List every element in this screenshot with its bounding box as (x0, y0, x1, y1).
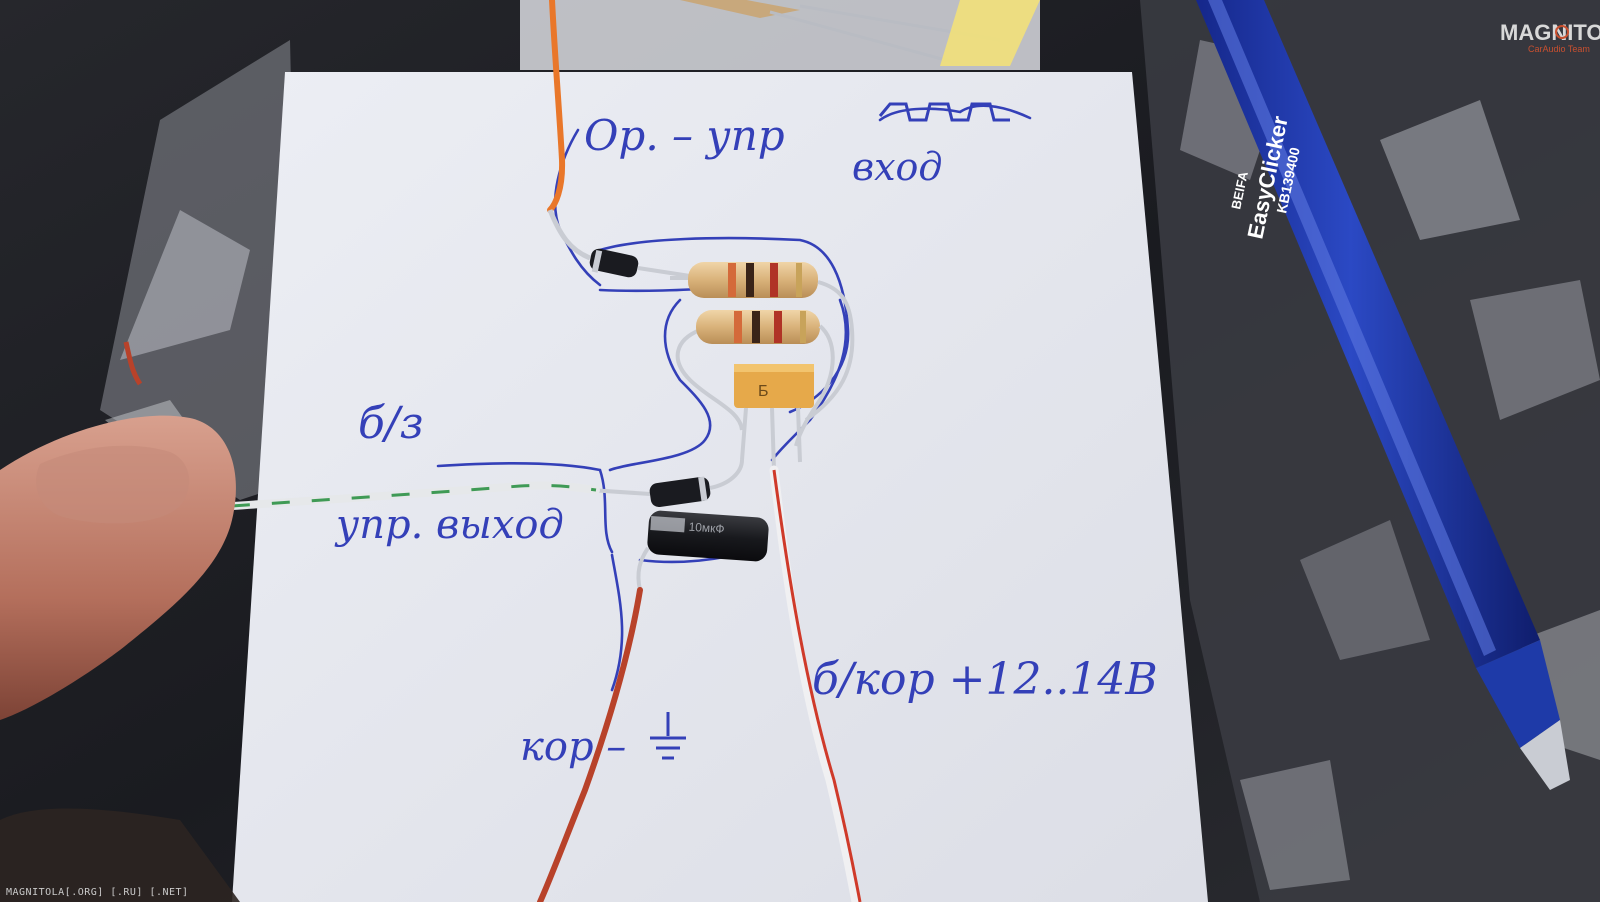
watermark-brand: MAGNITOLA (1500, 20, 1600, 45)
electrolytic-capacitor: 10мкФ (636, 510, 769, 591)
ground-symbol-icon (650, 712, 686, 760)
orange-control-wire (547, 0, 566, 213)
ink-circuit-drawing (436, 104, 1032, 692)
watermark-footer: MAGNITOLA[.ORG] [.RU] [.NET] (6, 887, 189, 898)
handwritten-notes: Ор. – упр вход б/з упр. выход кор – б/ко… (334, 102, 1158, 770)
blue-pen: EasyClicker BEIFA KB139400 (1196, 0, 1570, 790)
top-resistor-cutoff (520, 0, 1040, 70)
diode-top (547, 209, 691, 278)
yellow-component: Б (734, 364, 814, 471)
wire-fragment (123, 341, 143, 386)
white-power-wire (769, 465, 861, 902)
plastic-bag-left (100, 40, 300, 500)
pulse-signal-sketch (878, 102, 1010, 122)
note-top-sub: вход (852, 145, 943, 189)
watermark-sub: CarAudio Team (1528, 44, 1590, 54)
capacitor-marking: 10мкФ (688, 520, 725, 536)
watermark-ring-icon (1555, 25, 1569, 39)
diode-bottom (589, 459, 744, 508)
resistor-lower (675, 310, 835, 447)
watermark-logo: MAGNITOLA CarAudio Team (1500, 20, 1600, 54)
thumb (0, 415, 240, 902)
red-stripe (772, 469, 862, 902)
note-top: Ор. – упр (584, 111, 785, 160)
note-bottom-left: кор – (520, 724, 626, 770)
note-bottom-right: б/кор +12..14В (812, 654, 1158, 705)
note-left-code: б/з (358, 398, 424, 449)
green-white-wire (228, 481, 600, 510)
resistor-upper (670, 262, 855, 422)
red-ground-wire (537, 587, 643, 902)
component-mark: Б (758, 383, 769, 400)
note-left: упр. выход (334, 502, 564, 548)
